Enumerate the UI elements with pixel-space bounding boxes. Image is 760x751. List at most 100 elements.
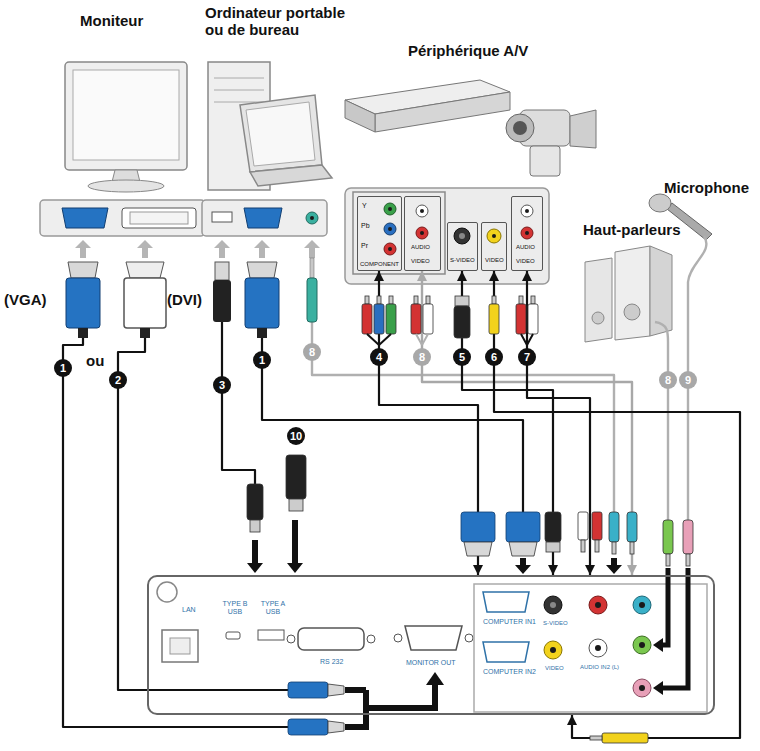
- computer-port-plate: [202, 200, 327, 236]
- projector-ports: [394, 634, 402, 642]
- projector-ports: [589, 596, 607, 614]
- projector-ports: [474, 584, 707, 712]
- projector-ports: [639, 642, 645, 648]
- rca-plugs: [455, 296, 469, 306]
- callout-number: 8: [659, 371, 677, 389]
- projector-side-plugs: [683, 520, 693, 554]
- rca-plugs: [362, 304, 372, 334]
- arrow-head: [473, 565, 483, 575]
- computer-figure: [240, 95, 322, 172]
- av-jack-panel: [345, 188, 549, 284]
- av-jack-panel: [459, 233, 465, 239]
- dvi-plug: [126, 262, 164, 278]
- projector-ports: [258, 630, 284, 640]
- av-devices: [513, 121, 527, 135]
- projector-side-plugs: [545, 512, 561, 542]
- monitor-port-plate: [40, 200, 205, 236]
- cables: [222, 322, 255, 484]
- projector-ports: [544, 596, 562, 614]
- device-heading: Périphérique A/V: [408, 42, 528, 59]
- av-jack-panel: [525, 231, 529, 235]
- video-jack-box: VIDEO: [481, 222, 507, 271]
- arrow-head: [627, 565, 637, 575]
- av-jack-panel: [384, 223, 396, 235]
- rca-plugs: [521, 334, 533, 345]
- insert-arrows: [662, 568, 668, 645]
- projector-side-plugs: [506, 512, 540, 542]
- insert-arrows: [606, 558, 622, 574]
- projector-side-plugs: [686, 554, 690, 566]
- rca-plugs: [528, 304, 538, 334]
- projector-side-plugs: [602, 733, 648, 743]
- computer-figure: [214, 78, 264, 79]
- av-jack-panel: [525, 209, 529, 213]
- audio-jack-box: AUDIOVIDEO: [404, 196, 441, 271]
- arrow-head: [522, 271, 532, 281]
- computer-port-plate: [202, 200, 327, 236]
- callout-number: 6: [485, 348, 503, 366]
- vga-plug: [245, 278, 279, 328]
- monitor-port-plate: [40, 200, 205, 236]
- speakers-figure: [624, 304, 640, 320]
- projector-ports: [483, 642, 529, 662]
- projector-side-plugs: [250, 520, 260, 532]
- projector-ports: [633, 636, 651, 654]
- port-label: TYPE B USB: [220, 600, 250, 615]
- rca-plugs: [531, 296, 535, 304]
- rca-plugs: [414, 296, 418, 304]
- projector-ports: [550, 602, 556, 608]
- rca-plugs: [492, 296, 496, 304]
- audio-plug: [310, 258, 314, 278]
- callout-number: 10: [287, 427, 305, 445]
- projector-ports: [405, 626, 462, 650]
- up-arrows: [254, 240, 270, 258]
- insert-arrows: [426, 672, 444, 685]
- projector-side-plugs: [328, 684, 344, 696]
- projector-ports: [287, 635, 295, 643]
- port-label: LAN: [182, 606, 196, 614]
- vga-plug: [78, 328, 88, 338]
- cable-line: [462, 271, 553, 575]
- computer-port-plate: [306, 212, 318, 224]
- port-label: TYPE A USB: [258, 600, 288, 615]
- audio-plug: [307, 278, 317, 322]
- av-devices: [345, 100, 375, 132]
- projector-side-plugs: [627, 512, 637, 542]
- monitor-figure: [65, 62, 187, 192]
- alternative-word: ou: [86, 352, 104, 369]
- arrow-head: [374, 271, 384, 281]
- arrow-head: [548, 565, 558, 575]
- device-heading: Microphone: [664, 179, 749, 196]
- port-label: AUDIO: [411, 244, 430, 251]
- projector-side-plugs: [464, 542, 492, 556]
- av-devices: [375, 92, 510, 132]
- port-label: COMPONENT: [360, 261, 399, 268]
- callout-number: 5: [453, 348, 471, 366]
- monitor-figure: [88, 180, 164, 192]
- vga-plug: [66, 278, 100, 328]
- port-label: COMPUTER IN1: [483, 618, 536, 626]
- port-label: VIDEO: [545, 665, 564, 672]
- callout-number: 4: [370, 348, 388, 366]
- projector-ports: [589, 639, 607, 657]
- speakers-figure: [585, 246, 672, 342]
- port-label: RS 232: [320, 658, 343, 666]
- cable-line: [494, 271, 740, 738]
- port-label: Pr: [361, 242, 368, 250]
- callout-number: 1: [54, 359, 72, 377]
- rca-plugs: [365, 296, 369, 304]
- projector-ports: [639, 602, 645, 608]
- av-jack-panel: [353, 192, 445, 274]
- rca-plugs: [377, 296, 381, 304]
- projector-side-plugs: [247, 455, 693, 743]
- projector-side-plugs: [461, 512, 495, 542]
- port-label: S-VIDEO: [450, 257, 475, 264]
- cables: [312, 322, 614, 512]
- av-devices: [530, 146, 560, 176]
- up-arrows: [304, 240, 320, 258]
- callout-number: 3: [213, 376, 231, 394]
- insert-arrows: [515, 558, 531, 574]
- rca-plugs: [389, 296, 393, 304]
- audio-plug: [307, 258, 317, 322]
- speakers-figure: [585, 258, 612, 342]
